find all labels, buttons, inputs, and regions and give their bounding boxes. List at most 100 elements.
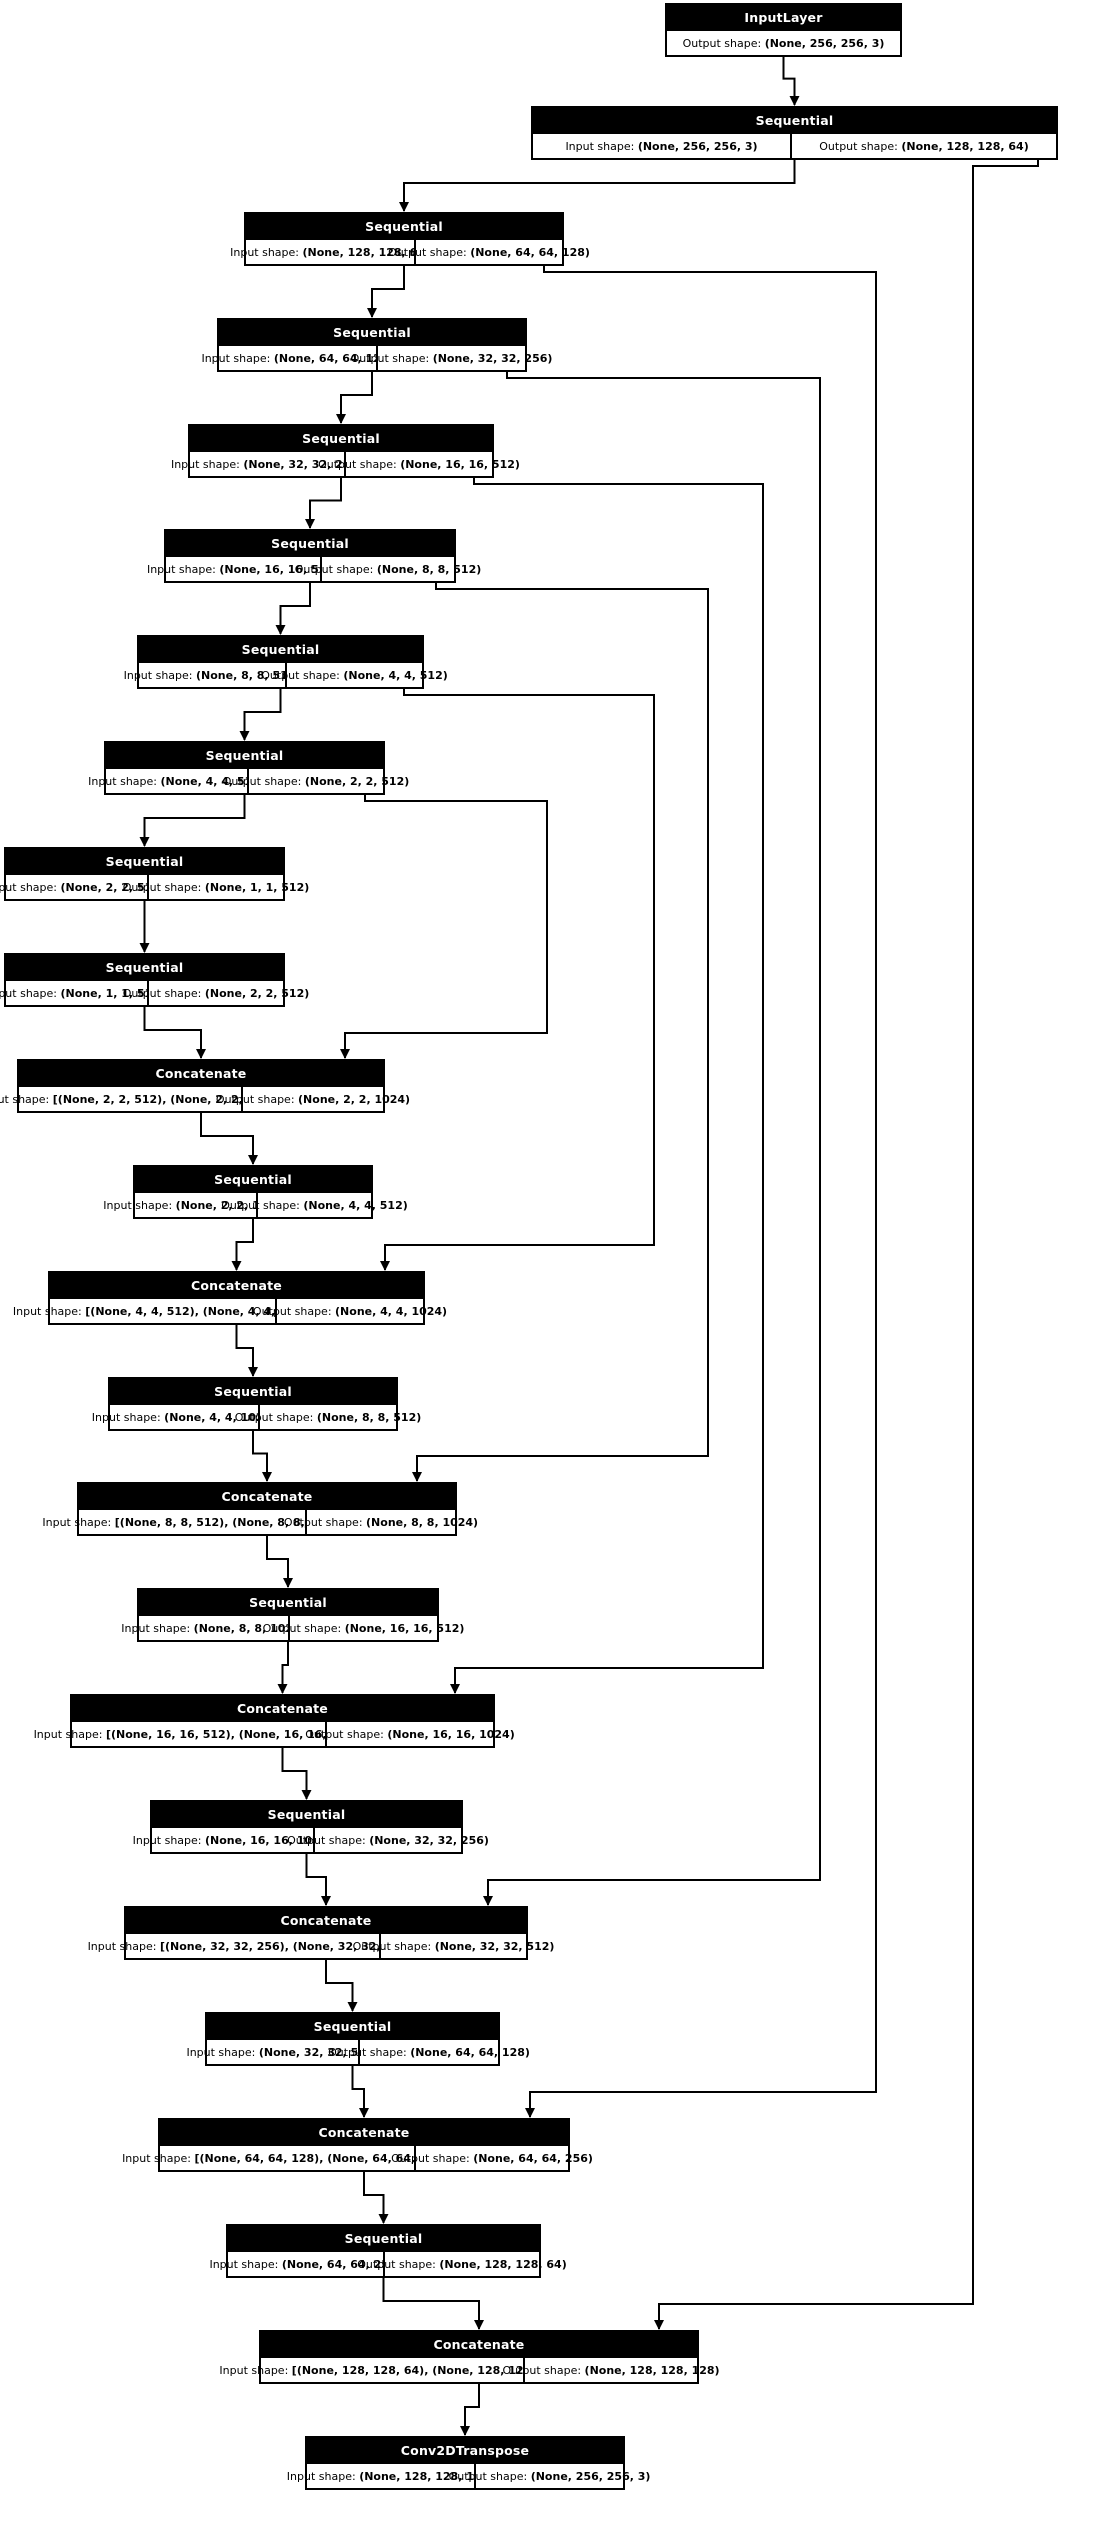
input-shape-cell: Input shape: [(None, 2, 2, 512), (None, … [0, 1087, 280, 1111]
node-title: Sequential [533, 108, 1056, 134]
node-shape-row: Input shape: (None, 4, 4, 512)Output sha… [88, 769, 409, 793]
output-shape-label: Output shape: [391, 2151, 474, 2165]
input-shape-value: (None, 8, 8, 512) [196, 668, 301, 682]
input-shape-cell: Input shape: [(None, 128, 128, 64), (Non… [219, 2358, 565, 2382]
output-shape-label: Output shape: [819, 139, 902, 153]
edge-flow-7 [139, 795, 246, 847]
input-shape-label: Input shape: [286, 2469, 360, 2483]
output-shape-cell: Output shape: (None, 4, 4, 1024) [253, 1299, 447, 1323]
node-title: Sequential [6, 849, 283, 875]
input-shape-label: Input shape: [132, 1833, 206, 1847]
output-shape-label: Output shape: [234, 1410, 317, 1424]
output-shape-value: (None, 256, 256, 3) [530, 2469, 651, 2483]
input-shape-value: [(None, 4, 4, 512), (None, 4, 4, 512)] [85, 1304, 313, 1318]
output-shape-cell: Output shape: (None, 8, 8, 512) [235, 1405, 421, 1429]
edge-flow-14 [266, 1536, 293, 1588]
edge-flow-0 [782, 57, 800, 106]
output-shape-label: Output shape: [357, 2257, 440, 2271]
node-title: Sequential [246, 214, 562, 240]
node-shape-row: Input shape: (None, 2, 2, 1024)Output sh… [103, 1193, 408, 1217]
input-shape-value: [(None, 32, 32, 256), (None, 32, 32, 256… [159, 1939, 418, 1953]
output-shape-cell: Output shape: (None, 32, 32, 512) [353, 1934, 554, 1958]
node-title: Concatenate [79, 1484, 455, 1510]
output-shape-label: Output shape: [122, 986, 205, 1000]
output-shape-value: (None, 32, 32, 512) [434, 1939, 555, 1953]
output-shape-cell: Output shape: (None, 16, 16, 512) [263, 1616, 464, 1640]
input-shape-value: (None, 1, 1, 512) [60, 986, 165, 1000]
output-shape-label: Output shape: [122, 880, 205, 894]
output-shape-value: (None, 2, 2, 1024) [298, 1092, 411, 1106]
edge-flow-11 [231, 1219, 254, 1271]
input-shape-cell: Input shape: (None, 8, 8, 1024) [121, 1616, 306, 1640]
output-shape-cell: Output shape: (None, 2, 2, 512) [223, 769, 409, 793]
input-shape-cell: Input shape: [(None, 16, 16, 512), (None… [34, 1722, 363, 1746]
input-shape-label: Input shape: [0, 1092, 50, 1106]
output-shape-value: (None, 32, 32, 256) [369, 1833, 489, 1847]
edge-skip-4 [483, 372, 821, 1906]
node-title: Conv2DTranspose [307, 2438, 623, 2464]
input-shape-cell: Input shape: (None, 64, 64, 256) [209, 2252, 402, 2276]
input-shape-label: Input shape: [91, 1410, 165, 1424]
node-shape-row: Input shape: [(None, 16, 16, 512), (None… [34, 1722, 515, 1746]
output-shape-label: Output shape: [318, 457, 401, 471]
edge-flow-21 [382, 2278, 484, 2330]
input-shape-label: Input shape: [146, 562, 220, 576]
input-shape-value: (None, 16, 16, 512) [219, 562, 340, 576]
output-shape-label: Output shape: [261, 668, 344, 682]
input-shape-label: Input shape: [0, 880, 57, 894]
edge-flow-6 [239, 689, 282, 741]
output-shape-cell: Output shape: (None, 8, 8, 1024) [284, 1510, 478, 1534]
node-title: Sequential [6, 955, 283, 981]
output-shape-label: Output shape: [221, 1198, 304, 1212]
edge-flow-10 [200, 1113, 258, 1165]
input-shape-cell: Input shape: [(None, 32, 32, 256), (None… [88, 1934, 417, 1958]
output-shape-cell: Output shape: (None, 256, 256, 3) [667, 31, 900, 55]
output-shape-value: (None, 4, 4, 512) [303, 1198, 408, 1212]
edge-flow-1 [399, 160, 796, 212]
input-shape-cell: Input shape: (None, 32, 32, 512) [186, 2040, 379, 2064]
node-title: Concatenate [160, 2120, 568, 2146]
input-shape-value: (None, 8, 8, 1024) [193, 1621, 306, 1635]
output-shape-value: (None, 8, 8, 512) [316, 1410, 422, 1424]
input-shape-cell: Input shape: (None, 1, 1, 512) [0, 981, 165, 1005]
node-shape-row: Input shape: [(None, 4, 4, 512), (None, … [13, 1299, 447, 1323]
input-shape-label: Input shape: [186, 2045, 259, 2059]
output-shape-cell: Output shape: (None, 32, 32, 256) [287, 1828, 489, 1852]
node-shape-row: Input shape: (None, 4, 4, 1024)Output sh… [92, 1405, 421, 1429]
output-shape-cell: Output shape: (None, 128, 128, 128) [502, 2358, 720, 2382]
edge-skip-3 [450, 478, 764, 1694]
node-title: Sequential [139, 637, 422, 663]
input-shape-value: [(None, 8, 8, 512), (None, 8, 8, 512)] [114, 1515, 342, 1529]
node-shape-row: Input shape: (None, 32, 32, 512)Output s… [186, 2040, 530, 2064]
input-shape-label: Input shape: [209, 2257, 282, 2271]
input-shape-label: Input shape: [42, 1515, 115, 1529]
output-shape-value: (None, 16, 16, 1024) [387, 1727, 515, 1741]
edge-flow-13 [252, 1431, 272, 1482]
edge-flow-12 [235, 1325, 258, 1377]
